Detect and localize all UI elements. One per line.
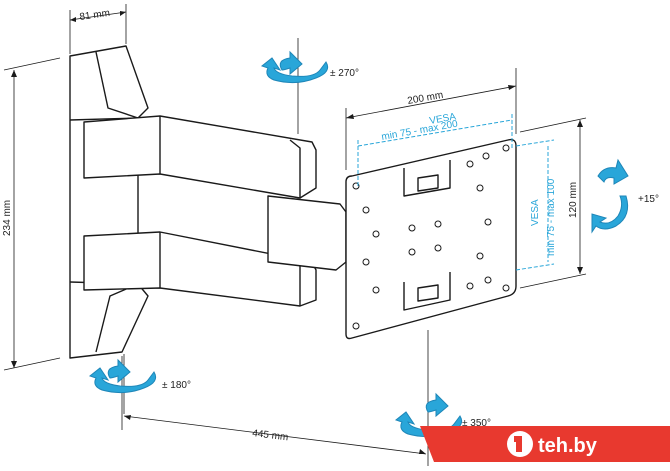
- vesa-lines: [357, 114, 555, 271]
- mount-drawing: [69, 45, 517, 359]
- joint-block: [267, 195, 347, 271]
- tilt-15-icon: [591, 158, 629, 234]
- vesa-horizontal-range: min 75 - max 200: [381, 119, 459, 143]
- tilt-label: +15°: [638, 194, 659, 205]
- plate-width-label: 200 mm: [407, 90, 444, 107]
- swivel-270-label: ± 270°: [330, 68, 359, 79]
- swivel-180-icon: [88, 354, 157, 414]
- mounting-holes: [352, 144, 510, 330]
- depth-dimension-label: 81 mm: [79, 8, 111, 23]
- rotation-icons: [88, 38, 629, 438]
- vesa-horizontal-title: VESA: [429, 111, 458, 127]
- lower-arm: [83, 231, 317, 307]
- upper-arm: [83, 115, 317, 199]
- vesa-vertical-range: min 75 - max 100: [546, 178, 557, 256]
- height-dimension-label: 234 mm: [2, 200, 13, 236]
- wall-plate: [69, 45, 149, 359]
- vesa-vertical-title: VESA: [530, 199, 541, 226]
- watermark-background: [420, 426, 670, 462]
- plate-height-label: 120 mm: [568, 182, 579, 218]
- reach-dimension-label: 445 mm: [252, 428, 289, 443]
- swivel-350-label: ± 350°: [462, 418, 491, 429]
- swivel-180-label: ± 180°: [162, 380, 191, 391]
- swivel-270-icon: [260, 38, 329, 134]
- watermark: teh.by: [420, 426, 670, 462]
- watermark-text: teh.by: [538, 435, 598, 457]
- tv-plate: [345, 138, 517, 340]
